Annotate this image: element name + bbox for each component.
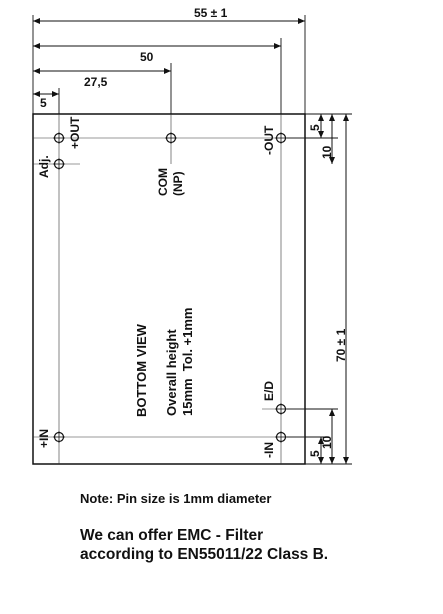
dimension-right-bottom-10: 10 — [320, 435, 334, 449]
pin-label-e-d: E/D — [262, 381, 276, 401]
dimension-right-top-10: 10 — [320, 145, 334, 159]
pin-size-note: Note: Pin size is 1mm diameter — [80, 491, 272, 506]
overall-height-label: Overall height — [164, 329, 179, 416]
dimension-right-top-5: 5 — [308, 124, 322, 131]
dimension-width-5: 5 — [40, 96, 47, 110]
pin-adj — [53, 158, 65, 170]
dimension-right-bottom-5: 5 — [308, 450, 322, 457]
pin-plus-in — [53, 431, 65, 443]
emc-note-line-1: We can offer EMC - Filter — [80, 527, 264, 544]
height-value-label: 15mm Tol. +1mm — [180, 308, 195, 417]
pin-label-minus-out: -OUT — [262, 125, 276, 155]
bottom-view-label: BOTTOM VIEW — [134, 323, 149, 417]
pin-label-minus-in: -IN — [262, 442, 276, 458]
dimension-height-total: 70 ± 1 — [334, 328, 348, 362]
pin-label-adj: Adj. — [37, 155, 51, 178]
module-outline — [32, 113, 306, 465]
pin-e-d — [275, 403, 287, 415]
dimension-width-27-5: 27,5 — [84, 75, 108, 89]
pin-label-plus-out: +OUT — [68, 116, 82, 149]
pin-label-plus-in: +IN — [37, 429, 51, 448]
emc-filter-note: We can offer EMC - Filter according to E… — [80, 526, 420, 564]
pin-plus-out — [53, 132, 65, 144]
dimension-width-total: 55 ± 1 — [194, 6, 228, 20]
emc-note-line-2: according to EN55011/22 Class B. — [80, 546, 329, 563]
pin-com — [165, 132, 177, 144]
dimension-width-50: 50 — [140, 50, 154, 64]
pin-label-com: COM — [156, 168, 170, 196]
pin-minus-in — [275, 431, 287, 443]
pin-label-np: (NP) — [171, 171, 185, 196]
pin-minus-out — [275, 132, 287, 144]
